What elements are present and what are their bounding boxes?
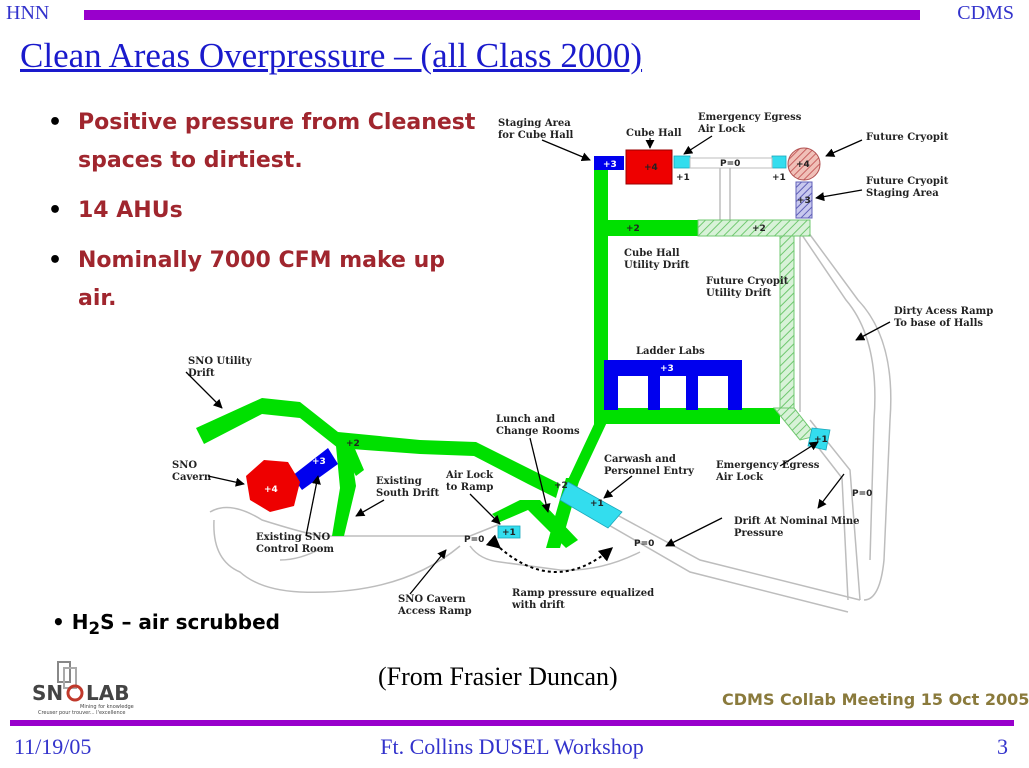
bullet-text: 14 AHUs: [78, 198, 183, 223]
label-escr-1: Existing SNO: [256, 532, 331, 543]
label-dirty-1: Dirty Acess Ramp: [894, 306, 993, 317]
val-cryopit: +4: [796, 160, 810, 170]
sno-cavern-room: [246, 460, 300, 512]
logo-sn: SN: [32, 681, 63, 705]
label-chud-2: Utility Drift: [624, 260, 690, 271]
snolab-logo: SN LAB Mining for knowledge Creuser pour…: [32, 661, 134, 716]
footer-divider: [10, 720, 1014, 726]
label-escr-2: Control Room: [256, 544, 334, 555]
label-sno-ramp-1: SNO Cavern: [398, 594, 466, 605]
label-fcs-1: Future Cryopit: [866, 176, 949, 187]
val-ladder: +3: [660, 364, 674, 374]
label-airlock-1: Air Lock: [445, 470, 494, 481]
val-uti-right: +2: [752, 224, 766, 234]
label-chud-1: Cube Hall: [624, 248, 680, 259]
val-staging: +3: [603, 160, 617, 170]
label-sno-ramp-2: Access Ramp: [397, 606, 472, 617]
slide-title: Clean Areas Overpressure – (all Class 20…: [20, 36, 643, 75]
label-staging-1: Staging Area: [498, 118, 571, 129]
bullet-item: • Nominally 7000 CFM make up air.: [44, 242, 484, 318]
h2s-bullet: • H2S – air scrubbed: [52, 610, 280, 638]
val-sno-junc: +2: [346, 439, 360, 449]
label-drift-nominal-1: Drift At Nominal Mine: [734, 516, 860, 527]
ladder-labs: [604, 360, 742, 410]
label-carwash-2: Personnel Entry: [604, 466, 695, 477]
footer-date: 11/19/05: [14, 734, 92, 759]
label-esd-2: South Drift: [376, 488, 440, 499]
bullet-dot: •: [48, 248, 63, 273]
bullet-dot: •: [48, 198, 63, 223]
val-plus1-a: +1: [676, 173, 690, 183]
bullet-item: • 14 AHUs: [44, 192, 484, 230]
label-ramp-eq-2: with drift: [511, 600, 565, 611]
label-drift-nominal-2: Pressure: [734, 528, 783, 539]
label-egress-b-1: Emergency Egress: [716, 460, 820, 471]
cube-hall-room: [625, 149, 673, 185]
val-cube: +4: [644, 163, 658, 173]
val-p0-right: P=0: [852, 489, 872, 499]
val-sno-cavern: +4: [264, 485, 278, 495]
label-carwash-1: Carwash and: [604, 454, 676, 465]
future-cryopit-room: [787, 147, 821, 181]
label-sno-cavern-2: Cavern: [172, 472, 212, 483]
label-sno-utility-1: SNO Utility: [188, 356, 253, 367]
label-cube-hall: Cube Hall: [626, 128, 682, 139]
bullet-dot: •: [48, 110, 63, 135]
val-cryostage: +3: [797, 196, 811, 206]
page-number: 3: [997, 734, 1008, 759]
bullet-item: • Positive pressure from Cleanest spaces …: [44, 104, 484, 180]
val-p0-left: P=0: [464, 535, 484, 545]
val-egress-b: +1: [814, 435, 828, 445]
logo-tag2: Creuser pour trouver... l'excellence: [38, 710, 125, 716]
val-p0-mid: P=0: [634, 539, 654, 549]
h2s-subscript: 2: [88, 619, 101, 638]
collab-note: CDMS Collab Meeting 15 Oct 2005: [722, 690, 1029, 709]
label-dirty-2: To base of Halls: [894, 318, 983, 329]
header-left-label: HNN: [6, 2, 50, 24]
air-locks: [497, 155, 831, 539]
label-fcs-2: Staging Area: [866, 188, 939, 199]
label-lunch-1: Lunch and: [496, 414, 555, 425]
val-lunch-junc: +2: [554, 481, 568, 491]
label-lunch-2: Change Rooms: [496, 426, 580, 437]
label-egress-1: Emergency Egress: [698, 112, 802, 123]
label-ramp-eq-1: Ramp pressure equalized: [512, 588, 654, 599]
label-staging-2: for Cube Hall: [498, 130, 574, 141]
logo-lab: LAB: [86, 681, 129, 705]
bullet-text: Nominally 7000 CFM make up air.: [78, 248, 445, 311]
sno-utility-room: [292, 448, 338, 490]
logo-tag1: Mining for knowledge: [80, 704, 134, 710]
label-egress-2: Air Lock: [697, 124, 746, 135]
label-sno-cavern-1: SNO: [172, 460, 197, 471]
val-p0-top: P=0: [720, 159, 740, 169]
label-egress-b-2: Air Lock: [715, 472, 764, 483]
val-carwash: +1: [590, 499, 604, 509]
label-fcud-2: Utility Drift: [706, 288, 772, 299]
val-sno-blue: +3: [312, 457, 326, 467]
label-fcud-1: Future Cryopit: [706, 276, 789, 287]
label-ladder-labs: Ladder Labs: [636, 346, 705, 357]
attribution: (From Frasier Duncan): [378, 662, 618, 691]
h2s-prefix: H: [71, 610, 89, 634]
footer-title: Ft. Collins DUSEL Workshop: [380, 734, 644, 759]
future-drifts-hatched: [697, 219, 817, 441]
label-future-cryopit: Future Cryopit: [866, 132, 949, 143]
val-uti-left: +2: [626, 224, 640, 234]
staging-area-room: [594, 156, 624, 170]
label-airlock-2: to Ramp: [446, 482, 493, 493]
header-divider: [84, 10, 920, 20]
val-airlock: +1: [502, 528, 516, 538]
bullet-list: • Positive pressure from Cleanest spaces …: [44, 104, 484, 330]
egress-corridor: [689, 157, 773, 169]
label-esd-1: Existing: [376, 476, 422, 487]
label-sno-utility-2: Drift: [188, 368, 215, 379]
header-right-label: CDMS: [957, 2, 1014, 24]
h2s-rest: S – air scrubbed: [100, 610, 280, 634]
future-cryopit-staging: [795, 181, 813, 219]
val-plus1-b: +1: [772, 173, 786, 183]
bullet-text: Positive pressure from Cleanest spaces t…: [78, 110, 476, 173]
ramp-equalize-arc: [485, 534, 614, 573]
bullet-dot: •: [52, 610, 72, 634]
